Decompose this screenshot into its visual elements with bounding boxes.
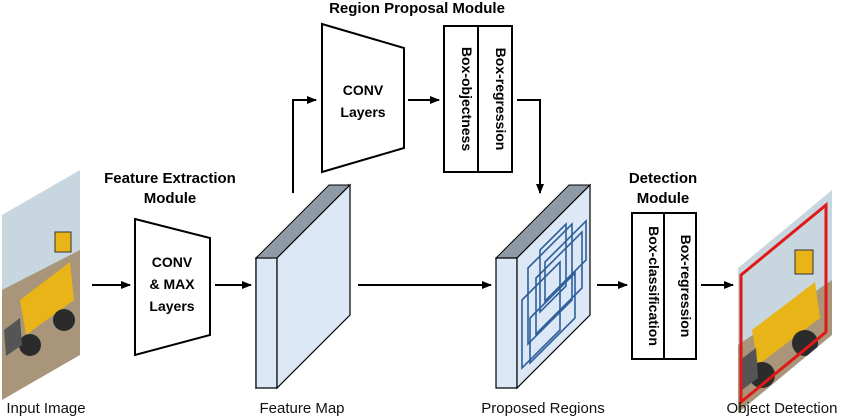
caption-input-image: Input Image [6, 400, 85, 417]
region-box [529, 271, 576, 365]
detection-title-2: Module [637, 190, 690, 207]
feature-map-slab [254, 183, 352, 390]
det-box-classification-label: Box-classification [646, 226, 662, 346]
input-image [2, 170, 80, 400]
input-image-loader [20, 262, 74, 335]
conv-max-label-3: Layers [149, 298, 194, 314]
conv-max-block [134, 217, 211, 357]
proposed-regions-edge [495, 257, 518, 389]
detection-bounding-box [739, 201, 828, 406]
rpn-conv-label-2: Layers [340, 104, 385, 120]
flow-arrows [92, 96, 734, 289]
detection-title-1: Detection [629, 170, 697, 187]
rpn-conv-block [321, 22, 405, 174]
feature-extraction-title-2: Module [144, 190, 197, 207]
caption-object-detection: Object Detection [727, 400, 838, 417]
region-box [544, 219, 587, 303]
region-proposal-title: Region Proposal Module [329, 0, 505, 17]
region-box [539, 222, 567, 314]
region-box [527, 222, 573, 346]
arrow-featuremap-to-rpn [292, 96, 317, 193]
det-box-regression-label: Box-regression [678, 235, 694, 338]
rpn-box-regression-label: Box-regression [493, 48, 509, 151]
rpn-box-objectness-label: Box-objectness [459, 47, 475, 151]
conv-max-label-1: CONV [152, 254, 193, 270]
caption-proposed-regions: Proposed Regions [481, 400, 604, 417]
output-image-loader [752, 282, 820, 365]
caption-feature-map: Feature Map [259, 400, 344, 417]
region-proposals [521, 219, 587, 370]
arrow-rpn-to-proposals [517, 99, 544, 194]
det-box-regression [663, 212, 697, 360]
conv-max-label-2: & MAX [149, 276, 195, 292]
rpn-box-regression [477, 25, 513, 173]
output-image [738, 190, 832, 413]
region-box [521, 260, 561, 370]
feature-map-edge [255, 257, 278, 389]
rpn-conv-label-1: CONV [343, 82, 384, 98]
proposed-regions-slab [494, 183, 592, 390]
feature-extraction-title-1: Feature Extraction [104, 170, 236, 187]
